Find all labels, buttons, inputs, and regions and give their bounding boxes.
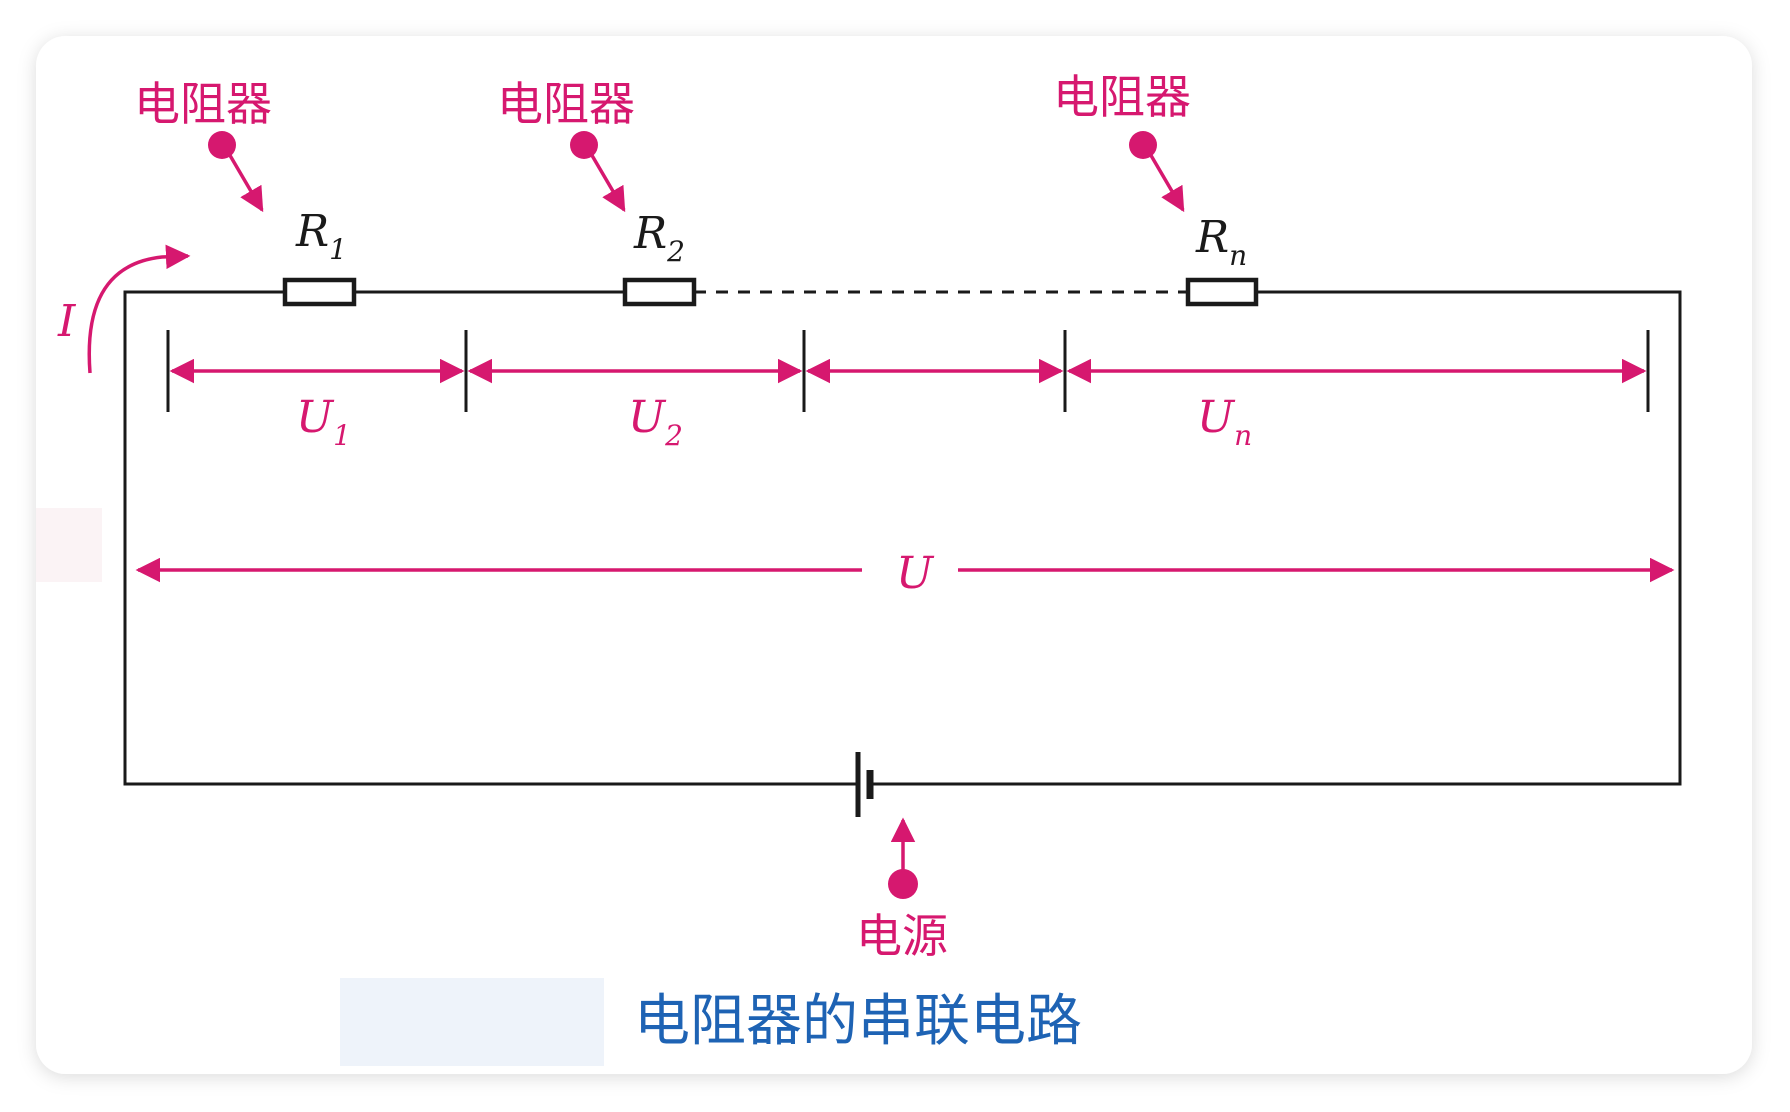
callout-resistor-n: 电阻器: [1053, 70, 1191, 213]
r1-label: R1: [295, 206, 347, 266]
total-voltage-arrow: U: [135, 548, 1675, 599]
callout-power-source: 电源: [856, 817, 948, 963]
svg-text:电源: 电源: [856, 909, 948, 963]
rn-label: Rn: [1195, 212, 1247, 272]
figure-caption: 电阻器的串联电路: [634, 989, 1082, 1054]
svg-text:电阻器: 电阻器: [1053, 70, 1191, 124]
un-label: Un: [1197, 392, 1252, 452]
svg-text:电阻器: 电阻器: [497, 77, 635, 131]
current-arrow: I: [57, 244, 191, 374]
u2-label: U2: [628, 392, 683, 452]
decorative-patch-bottom: [340, 978, 604, 1066]
resistor-rn: [1185, 277, 1259, 307]
u1-label: U1: [296, 392, 351, 452]
callout-resistor-2: 电阻器: [497, 77, 635, 213]
resistor-r2: [622, 277, 697, 307]
svg-text:电阻器: 电阻器: [134, 77, 272, 131]
battery-symbol: [855, 752, 874, 817]
decorative-patch-left: [36, 508, 102, 582]
total-voltage-label: U: [896, 548, 935, 599]
circuit-wires: [123, 290, 1682, 786]
current-label: I: [57, 296, 77, 347]
figure-card: [36, 36, 1752, 1074]
resistor-r1: [282, 277, 357, 307]
voltage-ticks: [166, 330, 1650, 412]
r2-label: R2: [633, 208, 685, 268]
callout-resistor-1: 电阻器: [134, 77, 272, 213]
